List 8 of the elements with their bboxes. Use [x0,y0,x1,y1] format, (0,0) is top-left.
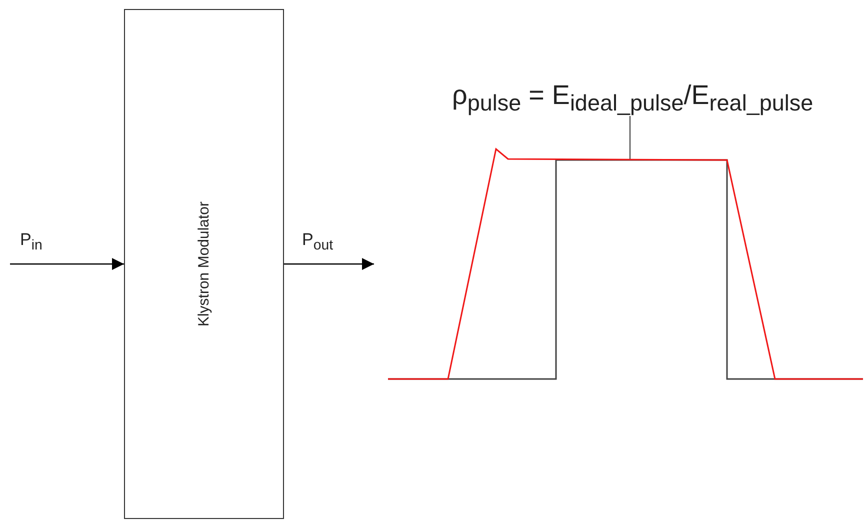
signal-label: P$_{out}$ [302,230,334,254]
arrow [284,258,374,270]
arrow [10,258,124,270]
box-label: Klystron Modulator [196,201,212,327]
modulator-box [124,9,284,519]
leader-line [629,116,631,146]
signal-label: P$_{in}$ [20,230,42,254]
formula-text: ρ$_{pulse}$ = E$_{ideal_pulse}$/E$_{real_pulse}$ [452,79,814,118]
